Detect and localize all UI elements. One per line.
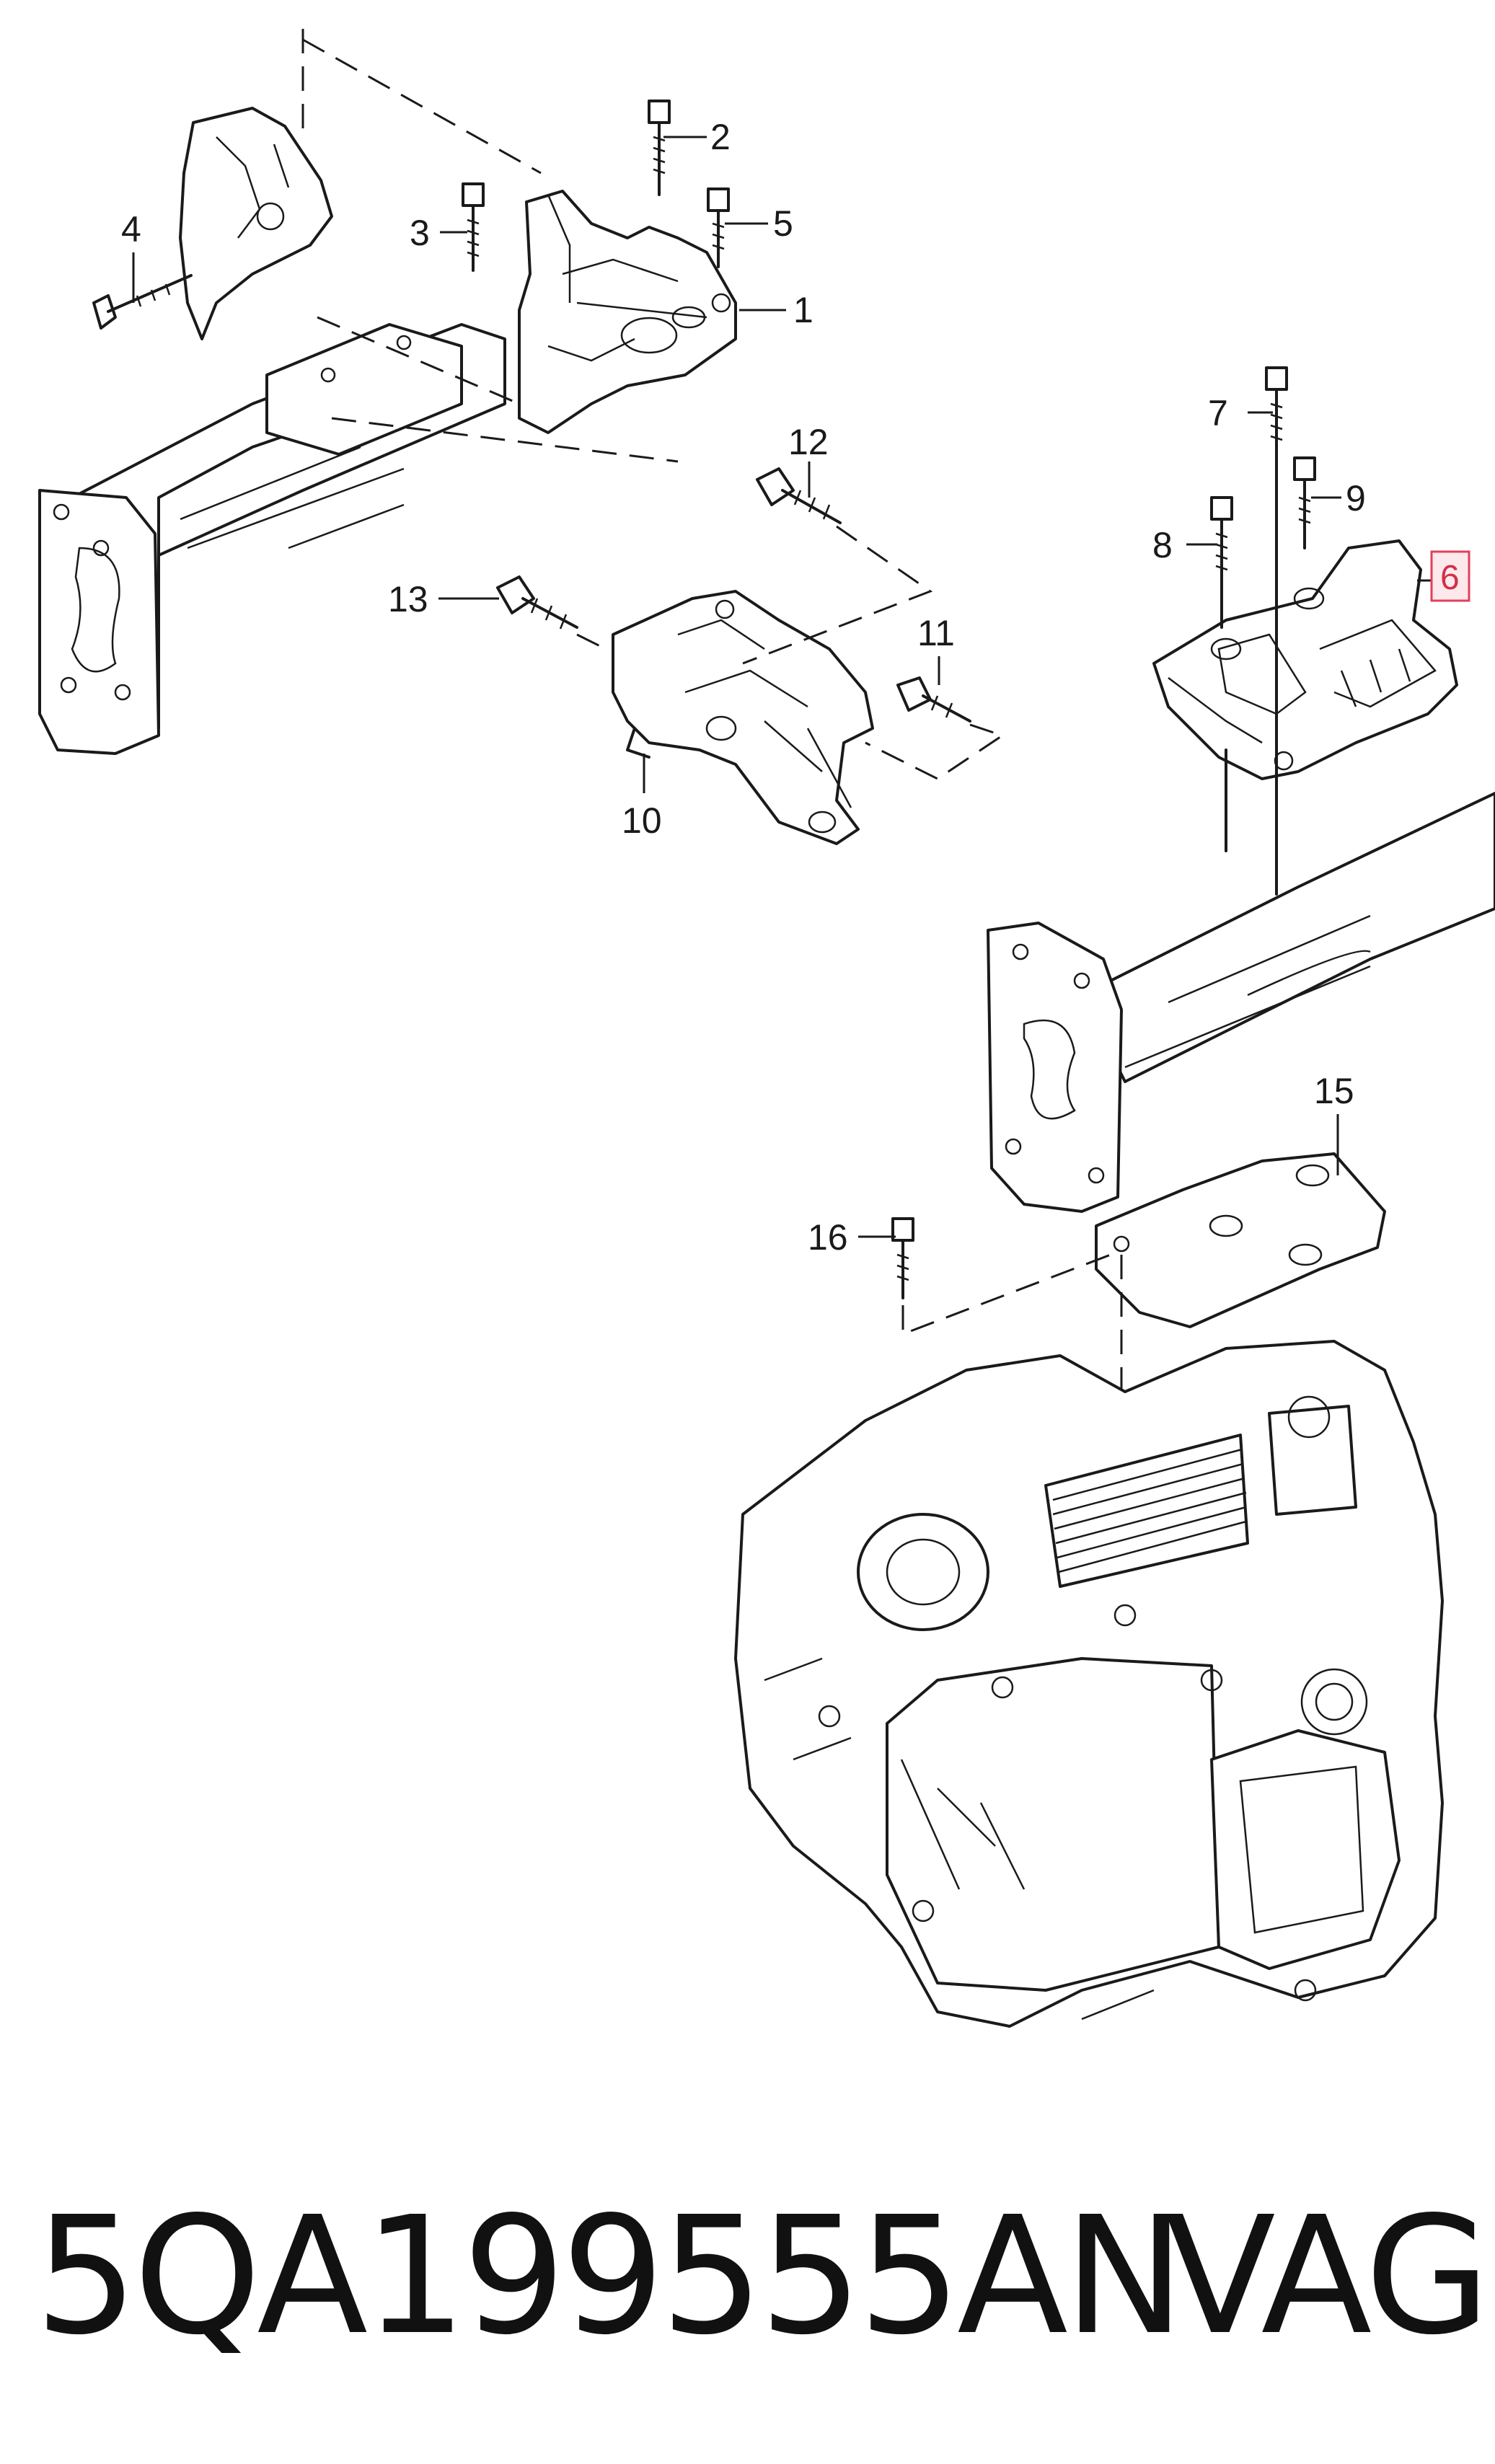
callout-12: 12	[788, 422, 829, 498]
pendulum-support-part-10	[612, 590, 874, 845]
bolt-part-12	[756, 467, 842, 524]
callout-10: 10	[622, 754, 662, 841]
callout-13-label: 13	[388, 579, 428, 619]
callout-11: 11	[917, 613, 955, 685]
engine-mount-part-1	[518, 190, 737, 434]
bolt-part-16	[891, 1217, 914, 1299]
bolt-part-13	[496, 575, 578, 630]
callout-7: 7	[1208, 393, 1273, 433]
callout-4-label: 4	[121, 209, 141, 250]
callout-9: 9	[1311, 478, 1366, 518]
callout-2: 2	[663, 117, 731, 157]
callout-5-label: 5	[773, 203, 793, 244]
left-subframe-bracket	[38, 107, 506, 755]
bolt-part-7	[1265, 366, 1288, 463]
gearbox-housing	[734, 1340, 1444, 2028]
callout-11-label: 11	[917, 613, 955, 653]
callout-4: 4	[121, 209, 141, 303]
carrier-part-15	[1095, 1152, 1386, 1328]
callout-7-label: 7	[1208, 393, 1228, 433]
callout-10-label: 10	[622, 800, 662, 841]
bolt-part-3	[462, 182, 485, 272]
bolt-part-4	[92, 274, 193, 330]
callout-2-label: 2	[710, 117, 731, 157]
callout-6-label: 6	[1440, 559, 1460, 597]
callout-15: 15	[1314, 1071, 1354, 1175]
bolt-part-11	[896, 676, 971, 723]
bolt-part-5	[707, 187, 730, 268]
callout-1-label: 1	[793, 290, 813, 330]
callout-1: 1	[739, 290, 813, 330]
callout-6-highlight	[1430, 550, 1470, 602]
callout-15-label: 15	[1314, 1071, 1354, 1111]
callout-12-label: 12	[788, 422, 829, 462]
bolt-part-2	[648, 100, 671, 196]
bolt-part-9	[1293, 456, 1316, 549]
right-subframe-beam	[987, 792, 1495, 1213]
callout-3-label: 3	[410, 213, 430, 253]
callout-9-label: 9	[1346, 478, 1366, 518]
callout-5: 5	[725, 203, 793, 244]
transmission-mount-part-6	[1152, 539, 1458, 780]
callout-16-label: 16	[808, 1217, 848, 1258]
callout-6[interactable]: 6	[1417, 550, 1470, 602]
brand-caption: VAG	[1165, 2182, 1491, 2371]
callout-13: 13	[388, 579, 499, 619]
callout-8-label: 8	[1152, 525, 1173, 565]
callout-16: 16	[808, 1217, 896, 1258]
bolt-part-8	[1210, 496, 1233, 586]
callout-8: 8	[1152, 525, 1217, 565]
part-number-caption: 5QA199555AN	[35, 2182, 1185, 2371]
callout-3: 3	[410, 213, 467, 253]
